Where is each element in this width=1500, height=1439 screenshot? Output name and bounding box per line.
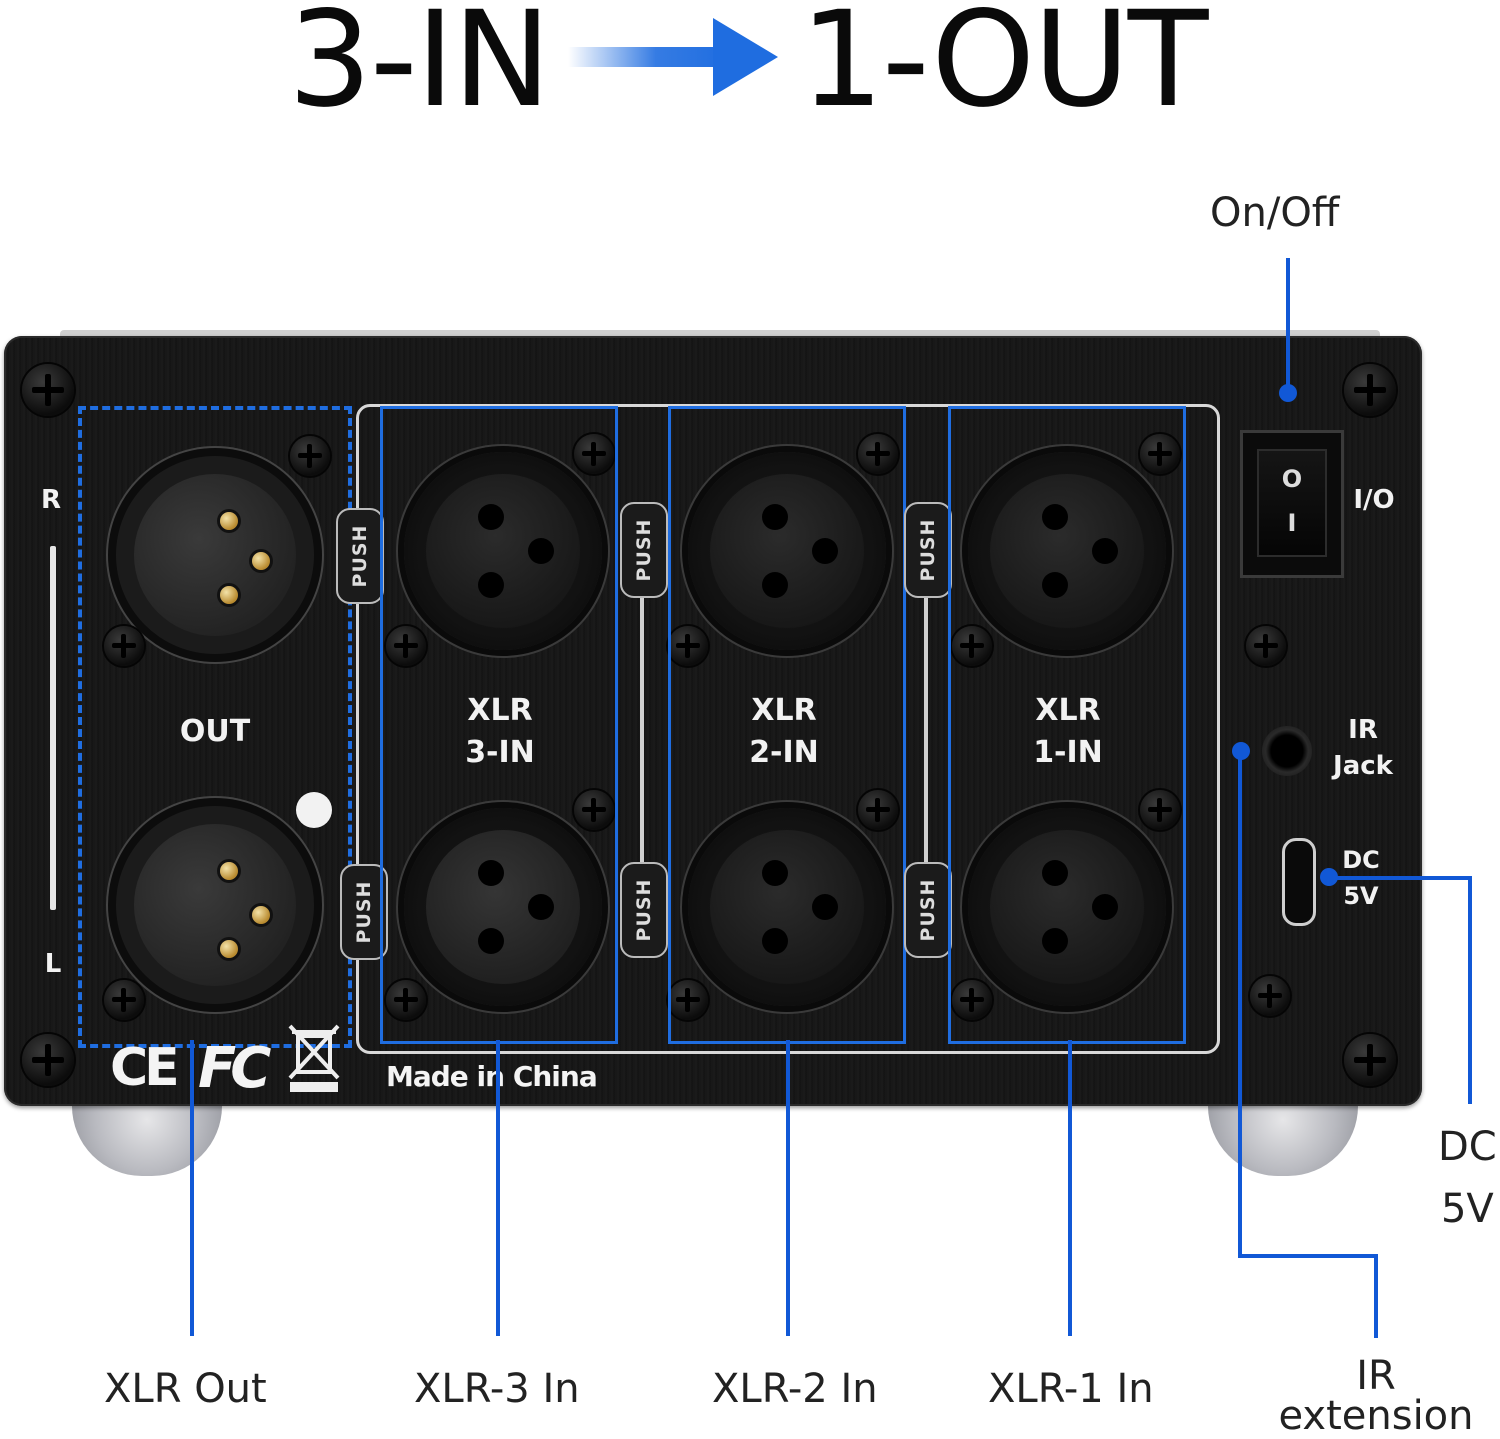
side-label-r: R — [40, 485, 62, 515]
ground-marker — [296, 792, 332, 828]
leader-dot — [1279, 384, 1297, 402]
ce-mark: CE — [110, 1038, 180, 1098]
crossed-bin-icon — [288, 1024, 340, 1092]
push-release-tab[interactable]: PUSH — [336, 508, 384, 604]
dc-usb-c-port[interactable] — [1282, 838, 1316, 926]
callout-on-off: On/Off — [1210, 190, 1340, 236]
xlr3-in-jack-bottom[interactable] — [404, 808, 602, 1006]
leader-line — [496, 1040, 500, 1336]
leader-line — [190, 1040, 194, 1336]
left-foot — [72, 1106, 222, 1176]
leader-line — [1238, 750, 1242, 1258]
screw — [952, 980, 992, 1020]
callout-xlr1-in: XLR-1 In — [988, 1366, 1154, 1412]
screw — [1250, 976, 1290, 1016]
out-label: OUT — [179, 714, 251, 749]
screw — [386, 980, 426, 1020]
screw — [386, 626, 426, 666]
side-bar — [50, 546, 56, 910]
divider-line — [640, 590, 644, 870]
screw — [574, 790, 614, 830]
screw — [574, 434, 614, 474]
made-in-label: Made in China — [386, 1060, 598, 1093]
power-switch[interactable]: O I — [1240, 430, 1344, 578]
xlr2-highlight — [668, 406, 906, 1044]
screw — [104, 980, 144, 1020]
corner-screw-bottom-right — [1344, 1034, 1396, 1086]
ir-jack-port[interactable] — [1262, 726, 1312, 776]
xlr-out-jack-l[interactable] — [116, 806, 314, 1004]
right-foot — [1208, 1106, 1358, 1176]
leader-line — [1068, 1040, 1072, 1336]
leader-line — [1468, 876, 1472, 1104]
callout-xlr-out: XLR Out — [104, 1366, 267, 1412]
push-release-tab[interactable]: PUSH — [904, 862, 952, 958]
push-release-tab[interactable]: PUSH — [620, 862, 668, 958]
side-label-l: L — [44, 949, 62, 979]
xlr1-highlight — [948, 406, 1186, 1044]
switch-label: I/O — [1353, 485, 1395, 515]
callout-xlr3-in: XLR-3 In — [414, 1366, 580, 1412]
screw — [1140, 790, 1180, 830]
push-release-tab[interactable]: PUSH — [620, 502, 668, 598]
fcc-mark: FC — [198, 1036, 271, 1101]
leader-line — [1374, 1254, 1378, 1338]
leader-line — [1286, 258, 1290, 388]
xlr1-in-jack-bottom[interactable] — [968, 808, 1166, 1006]
headline-input-text: 3-IN — [288, 0, 551, 137]
screw — [290, 436, 330, 476]
screw — [668, 980, 708, 1020]
divider-line — [924, 590, 928, 870]
push-release-tab[interactable]: PUSH — [904, 502, 952, 598]
leader-line — [1238, 1254, 1378, 1258]
xlr3-in-jack-top[interactable] — [404, 452, 602, 650]
xlr2-in-jack-bottom[interactable] — [688, 808, 886, 1006]
corner-screw-bottom-left — [22, 1034, 74, 1086]
screw — [858, 790, 898, 830]
leader-line — [1330, 876, 1472, 880]
corner-screw-top-right — [1344, 364, 1396, 416]
leader-dot — [1320, 868, 1338, 886]
screw — [668, 626, 708, 666]
screw — [952, 626, 992, 666]
headline-output-text: 1-OUT — [800, 0, 1208, 137]
xlr2-in-jack-top[interactable] — [688, 452, 886, 650]
xlr-out-jack-r[interactable] — [116, 456, 314, 654]
screw — [104, 626, 144, 666]
screw — [858, 434, 898, 474]
xlr3-highlight — [380, 406, 618, 1044]
screw — [1140, 434, 1180, 474]
screw — [1246, 626, 1286, 666]
xlr-out-highlight — [78, 406, 352, 1048]
xlr1-in-jack-top[interactable] — [968, 452, 1166, 650]
callout-xlr2-in: XLR-2 In — [712, 1366, 878, 1412]
arrow-right-icon — [568, 18, 778, 96]
leader-line — [786, 1040, 790, 1336]
corner-screw-top-left — [22, 364, 74, 416]
